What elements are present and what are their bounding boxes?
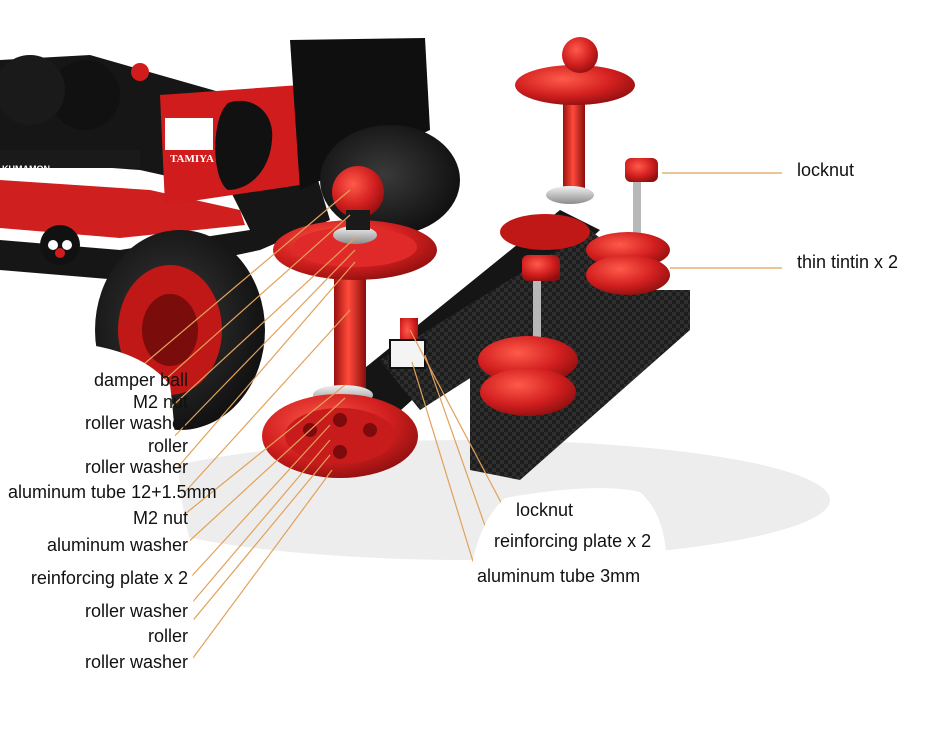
right-label-backdrop — [470, 488, 667, 590]
label-reinforcing-plate-right: reinforcing plate x 2 — [494, 531, 652, 551]
label-aluminum-tube-12: aluminum tube 12+1.5mm — [8, 482, 217, 502]
right-roller-upper — [586, 158, 670, 295]
label-roller-1: roller — [147, 436, 188, 456]
left-label-backdrop — [0, 344, 194, 700]
label-reinforcing-plate-left: reinforcing plate x 2 — [30, 568, 188, 588]
label-locknut-top: locknut — [797, 160, 855, 180]
leader-lines — [124, 172, 782, 663]
label-locknut-bottom: locknut — [516, 500, 574, 520]
label-m2-nut-2: M2 nut — [132, 508, 188, 528]
tamiya-decal-text: TAMIYA — [170, 153, 214, 165]
kumamon-side-text: KUMAMON — [2, 164, 50, 174]
right-roller-lower — [478, 255, 578, 416]
label-roller-washer-4: roller washer — [84, 652, 188, 672]
label-roller-washer-2: roller washer — [84, 457, 188, 477]
label-damper-ball: damper ball — [93, 370, 188, 390]
mini4wd-car-body — [0, 38, 430, 280]
rear-roller-stack — [500, 37, 635, 250]
label-roller-2: roller — [147, 626, 188, 646]
label-m2-nut: M2 nut — [132, 392, 188, 412]
label-thin-tintin: thin tintin x 2 — [797, 252, 899, 272]
label-roller-washer-1: roller washer — [84, 413, 188, 433]
label-roller-washer-3: roller washer — [84, 601, 188, 621]
front-roller-stack — [262, 166, 437, 478]
label-aluminum-washer: aluminum washer — [46, 535, 188, 555]
left-tire-edge — [0, 55, 65, 125]
label-aluminum-tube-3mm: aluminum tube 3mm — [477, 566, 641, 586]
center-locknut — [389, 318, 426, 369]
